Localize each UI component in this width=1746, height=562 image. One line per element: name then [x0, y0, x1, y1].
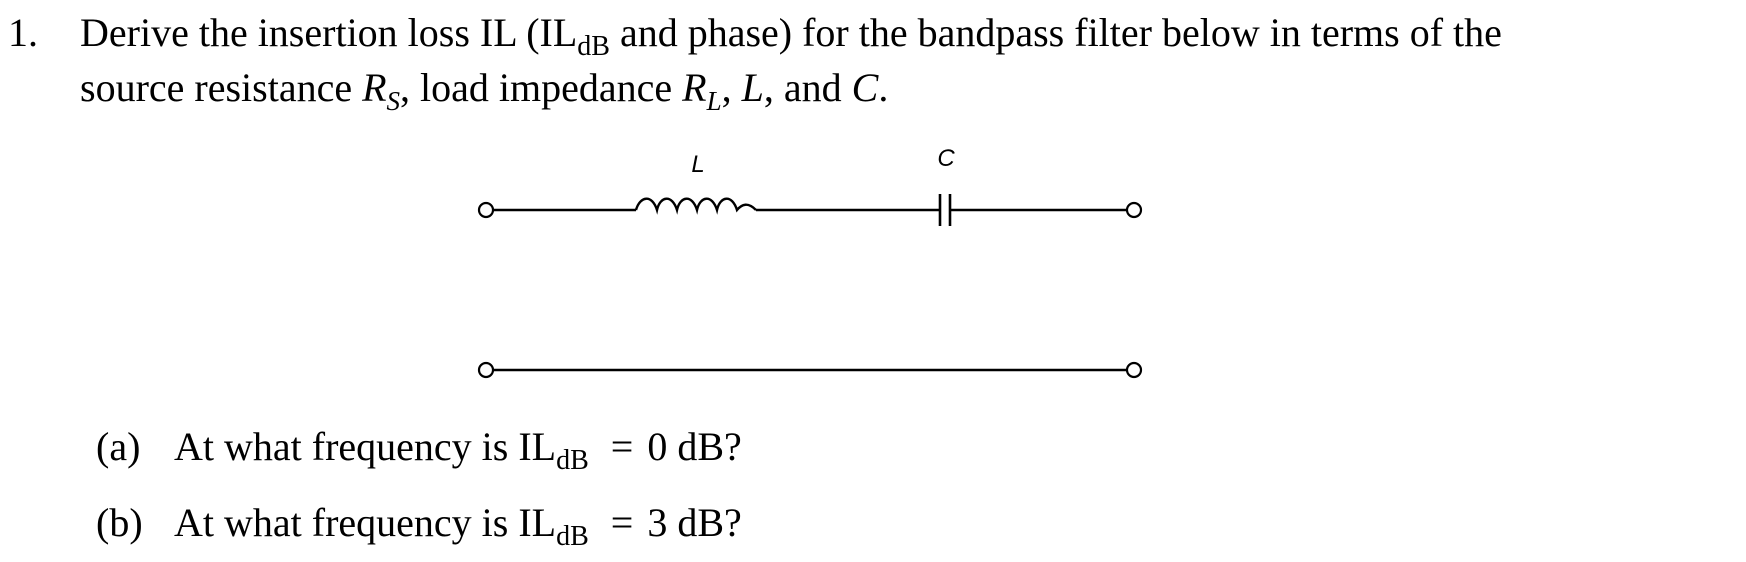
question-b-equals: =	[610, 500, 634, 545]
rl-symbol: R	[682, 65, 707, 110]
question-a-value: 0 dB?	[647, 424, 742, 469]
rs-symbol: R	[362, 65, 387, 110]
problem-body: Derive the insertion loss IL (ILdB and p…	[80, 8, 1740, 117]
problem-number: 1.	[8, 10, 38, 55]
line2-comma: ,	[721, 65, 742, 110]
question-b-label: (b)	[96, 500, 143, 545]
inductor-label: L	[691, 151, 704, 178]
line1-subscript-db: dB	[577, 31, 610, 62]
line2-text-mid: , load impedance	[400, 65, 683, 110]
question-a-text: At what frequency is IL	[174, 424, 557, 469]
problem-line-1: Derive the insertion loss IL (ILdB and p…	[80, 8, 1740, 63]
line2-text-pre: source resistance	[80, 65, 363, 110]
line1-text-pre: Derive the insertion loss IL (IL	[80, 10, 578, 55]
question-b-text: At what frequency is IL	[174, 500, 557, 545]
question-a: (a) At what frequency is ILdB = 0 dB?	[96, 422, 742, 477]
problem-line-2: source resistance RS, load impedance RL,…	[80, 63, 1740, 117]
c-symbol: C	[851, 65, 879, 110]
line2-end: .	[878, 65, 889, 110]
question-a-subscript: dB	[556, 445, 589, 476]
l-symbol: L	[741, 65, 764, 110]
output-terminal-top	[1125, 201, 1143, 219]
rl-subscript: L	[706, 86, 722, 116]
question-b-subscript: dB	[556, 521, 589, 552]
question-a-label: (a)	[96, 424, 141, 469]
line2-and: , and	[763, 65, 852, 110]
question-b-value: 3 dB?	[647, 500, 742, 545]
line1-text-post: and phase) for the bandpass filter below…	[609, 10, 1502, 55]
output-terminal-bottom	[1125, 361, 1143, 379]
input-terminal-top	[477, 201, 495, 219]
question-a-equals: =	[610, 424, 634, 469]
rs-subscript: S	[386, 86, 401, 116]
inductor-coil	[634, 197, 757, 215]
capacitor-label: C	[937, 145, 955, 172]
input-terminal-bottom	[477, 361, 495, 379]
question-b: (b) At what frequency is ILdB = 3 dB?	[96, 498, 742, 553]
